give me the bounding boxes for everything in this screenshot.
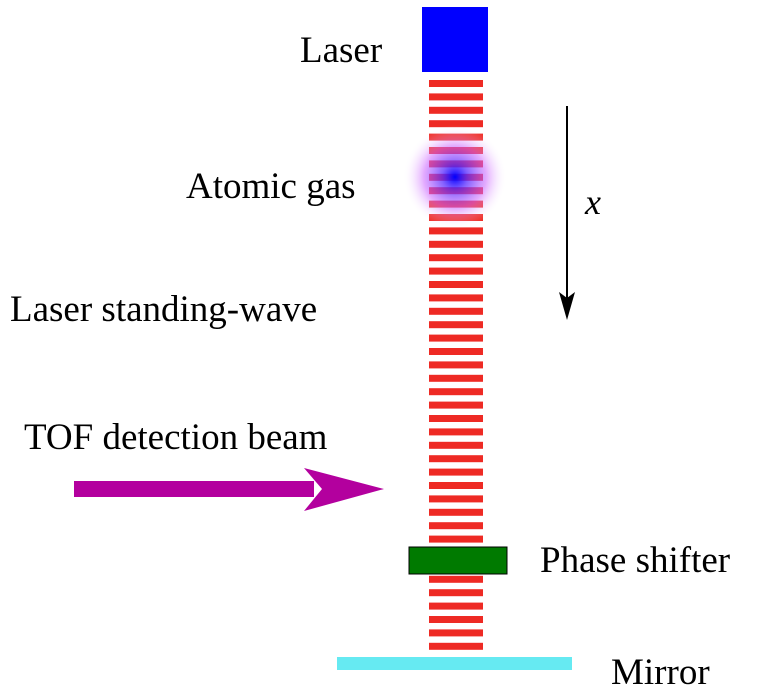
standing-wave-stripe bbox=[429, 321, 483, 329]
standing-wave-stripe bbox=[429, 80, 483, 87]
standing-wave-stripe bbox=[429, 281, 483, 288]
standing-wave-stripe bbox=[429, 401, 483, 409]
standing-wave-label: Laser standing-wave bbox=[10, 289, 317, 330]
standing-wave-stripe bbox=[429, 629, 483, 637]
mirror-label: Mirror bbox=[611, 652, 710, 691]
standing-wave-stripe bbox=[429, 575, 483, 583]
standing-wave-stripe bbox=[429, 106, 483, 114]
tof-beam-label: TOF detection beam bbox=[24, 417, 328, 458]
laser-standing-wave bbox=[429, 80, 483, 650]
phase-shifter-label: Phase shifter bbox=[540, 540, 730, 581]
standing-wave-stripe bbox=[429, 120, 483, 128]
standing-wave-stripe bbox=[429, 240, 483, 248]
tof-detection-beam-arrow bbox=[74, 468, 384, 511]
standing-wave-stripe bbox=[429, 374, 483, 382]
standing-wave-stripe bbox=[429, 93, 483, 101]
laser-label: Laser bbox=[300, 30, 382, 71]
standing-wave-stripe bbox=[429, 468, 483, 476]
standing-wave-stripe bbox=[429, 428, 483, 436]
standing-wave-stripe bbox=[429, 508, 483, 516]
standing-wave-stripe bbox=[429, 616, 483, 623]
standing-wave-stripe bbox=[429, 334, 483, 342]
standing-wave-stripe bbox=[429, 589, 483, 597]
standing-wave-stripe bbox=[429, 522, 483, 530]
phase-shifter bbox=[408, 546, 508, 575]
atomic-gas-cloud bbox=[403, 125, 507, 229]
standing-wave-stripe bbox=[429, 602, 483, 610]
standing-wave-stripe bbox=[429, 227, 483, 235]
standing-wave-stripe bbox=[429, 254, 483, 262]
standing-wave-stripe bbox=[429, 388, 483, 396]
standing-wave-stripe bbox=[429, 348, 483, 355]
standing-wave-stripe bbox=[429, 482, 483, 489]
standing-wave-stripe bbox=[429, 267, 483, 275]
laser-source bbox=[422, 7, 488, 72]
standing-wave-stripe bbox=[429, 415, 483, 422]
standing-wave-stripe bbox=[429, 455, 483, 463]
mirror bbox=[337, 657, 572, 670]
standing-wave-stripe bbox=[429, 361, 483, 369]
standing-wave-stripe bbox=[429, 535, 483, 543]
standing-wave-stripe bbox=[429, 441, 483, 449]
standing-wave-stripe bbox=[429, 294, 483, 302]
standing-wave-stripe bbox=[429, 307, 483, 315]
x-axis-variable-label: x bbox=[584, 182, 601, 222]
standing-wave-stripe bbox=[429, 642, 483, 650]
atomic-gas-label: Atomic gas bbox=[186, 166, 356, 207]
x-axis-arrow bbox=[559, 106, 575, 320]
standing-wave-stripe bbox=[429, 495, 483, 503]
